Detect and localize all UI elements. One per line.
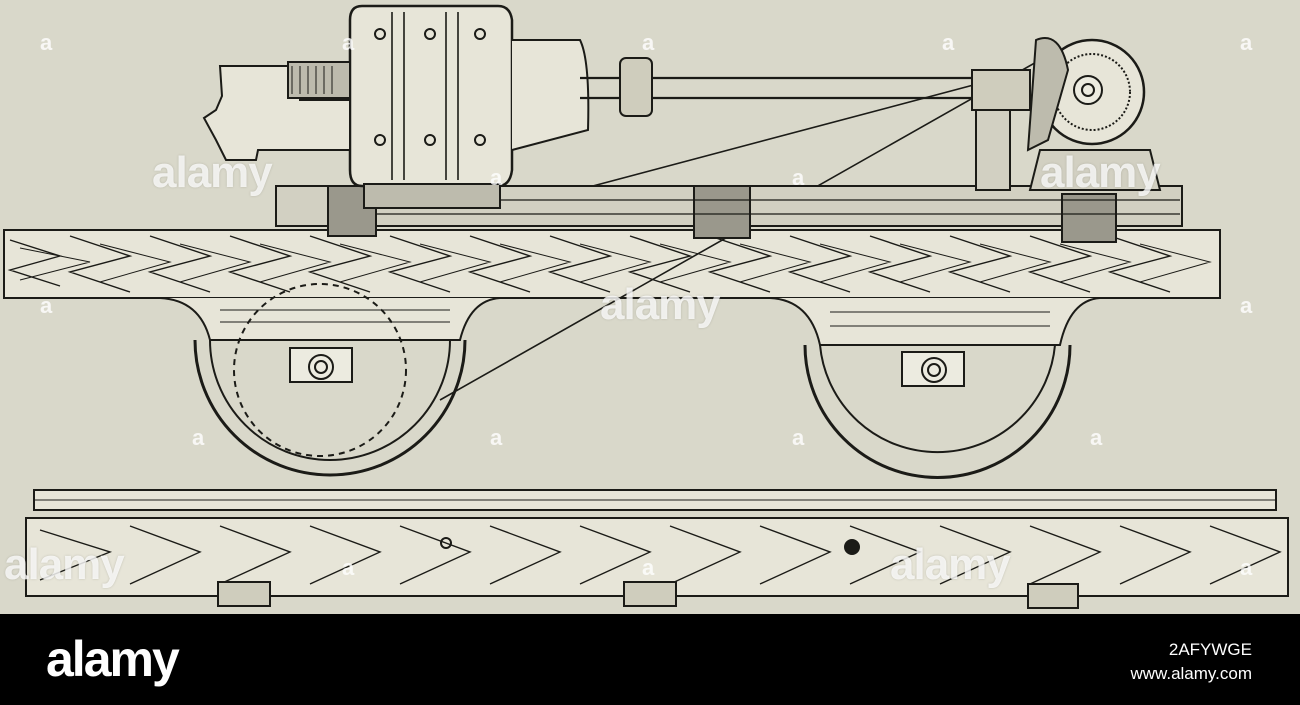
footer-bar: alamy 2AFYWGE www.alamy.com: [0, 614, 1300, 705]
bevel-gear: [1026, 37, 1162, 191]
image-id: 2AFYWGE: [1168, 640, 1252, 659]
tool-head: [202, 61, 351, 161]
engraving-illustration: [3, 4, 1289, 609]
alamy-logo[interactable]: alamy: [46, 631, 180, 687]
rail: [25, 489, 1289, 609]
upper-beam: [3, 229, 1221, 299]
motor: [348, 4, 590, 209]
left-wheel: [193, 283, 467, 477]
drive-shaft: [580, 57, 1031, 191]
site-link[interactable]: www.alamy.com: [1130, 664, 1252, 683]
right-wheel: [803, 344, 1072, 479]
image-info: 2AFYWGE www.alamy.com: [1130, 638, 1252, 686]
illustration-area: alamy alamy alamy alamy alamy a a a a a …: [3, 4, 1289, 609]
